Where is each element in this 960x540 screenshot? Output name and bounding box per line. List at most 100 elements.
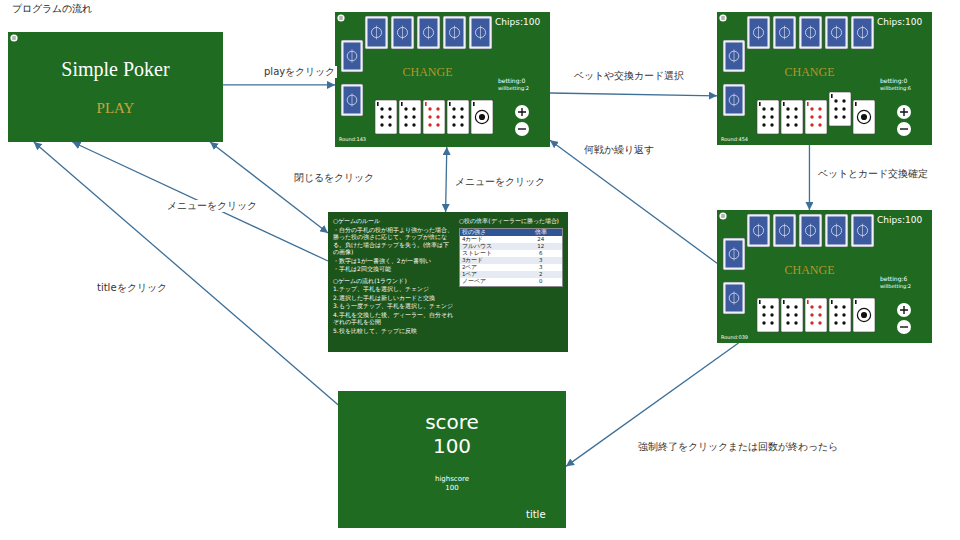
title-screen: Simple PokerPLAY <box>8 32 223 142</box>
card-pip <box>842 107 845 110</box>
flow-arrow <box>210 142 328 233</box>
card-index <box>831 94 833 98</box>
card-pip <box>404 123 407 126</box>
menu-icon-bar <box>721 19 725 20</box>
card-back-emblem <box>758 224 759 238</box>
minus-sign <box>900 326 908 327</box>
change-button: CHANGE <box>762 264 857 278</box>
card-face <box>781 298 803 332</box>
card-face <box>471 100 493 134</box>
edge-label: メニューをクリック <box>165 200 259 212</box>
minus-sign <box>518 128 526 129</box>
chips-count: Chips:100 <box>877 215 922 225</box>
flow-arrow <box>223 84 335 85</box>
card-index <box>425 102 427 106</box>
card-back-pattern <box>776 217 794 245</box>
card-index <box>473 102 475 106</box>
flow-arrow <box>809 145 810 210</box>
card-face <box>781 100 803 134</box>
card-back-pattern <box>726 87 743 114</box>
card-back-emblem <box>352 49 353 62</box>
card-pip <box>762 321 765 324</box>
card-pip <box>460 107 463 110</box>
card-pip <box>436 123 439 126</box>
table-cell: 3 <box>520 257 563 264</box>
highscore-heading: highscore <box>338 475 566 483</box>
menu-text: ○役の倍率(ディーラーに勝った場合) <box>459 217 563 225</box>
card-face <box>375 100 397 134</box>
card-pip <box>818 313 821 316</box>
menu-text: ・数字は1が一番強く、2が一番弱い <box>333 257 453 265</box>
card-pip <box>818 107 821 110</box>
menu-text: 5.役を比較して、チップに反映 <box>333 327 453 335</box>
card-index <box>783 300 785 304</box>
card-pip <box>834 99 837 102</box>
card-pip <box>762 123 765 126</box>
card-back-emblem <box>734 247 735 260</box>
edge-label: 何戦か繰り返す <box>582 144 656 156</box>
plus-sign <box>518 108 526 116</box>
diagram-title: プログラムの流れ <box>12 2 92 16</box>
card-face <box>757 298 779 332</box>
edge-label: playをクリック <box>262 66 337 78</box>
card-back-emblem <box>862 26 863 40</box>
card-pip <box>786 123 789 126</box>
card-index <box>377 102 379 106</box>
card-pip <box>428 107 431 110</box>
table-cell: 0 <box>520 278 563 285</box>
edge-label: ベットとカード交換確定 <box>816 168 930 180</box>
chips-count: Chips:100 <box>495 17 540 27</box>
card-pip <box>861 114 867 120</box>
card-back-pattern <box>750 217 768 245</box>
menu-icon-bar <box>339 18 343 19</box>
card-pip <box>412 107 415 110</box>
menu-icon <box>719 14 726 21</box>
card-back <box>723 282 745 314</box>
flow-arrow <box>550 93 717 96</box>
card-pip <box>818 305 821 308</box>
card-index <box>855 300 857 304</box>
card-pip <box>794 123 797 126</box>
table-cell: ノーペア <box>460 278 520 285</box>
score-heading: score <box>338 411 566 434</box>
card-face <box>757 100 779 134</box>
card-pip <box>786 115 789 118</box>
menu-icon <box>719 212 726 219</box>
card-pip <box>452 115 455 118</box>
menu-icon-bar <box>12 39 16 40</box>
card-pip <box>770 123 773 126</box>
card-back-pattern <box>726 241 743 268</box>
menu-icon-bar <box>721 16 725 17</box>
menu-text: ○ゲームの流れ(1ラウンド) <box>333 277 453 285</box>
card-pip <box>380 115 383 118</box>
card-pip <box>762 313 765 316</box>
willbetting-value: willbetting:2 <box>498 86 529 92</box>
card-back-pattern <box>726 285 743 312</box>
card-pip <box>479 114 485 120</box>
card-pip <box>380 123 383 126</box>
card-pip <box>452 107 455 110</box>
card-back-pattern <box>802 19 820 47</box>
card-face <box>829 92 851 126</box>
card-back-emblem <box>784 224 785 238</box>
card-back-pattern <box>750 19 768 47</box>
table-cell: 6 <box>520 250 563 257</box>
card-back <box>851 16 874 49</box>
title-button: title <box>526 509 546 521</box>
card-back <box>723 238 745 270</box>
card-pip <box>794 115 797 118</box>
card-index <box>831 300 833 304</box>
card-pip <box>842 313 845 316</box>
card-back-pattern <box>344 43 361 70</box>
menu-text: 1.チップ、手札を選択し、チェンジ <box>333 285 453 293</box>
menu-text: 4.手札を交換した後、ディーラー、自分それぞれの手札を公開 <box>333 311 453 326</box>
menu-icon-bar <box>339 19 343 20</box>
table-cell: 4カード <box>460 236 520 243</box>
game-screen: Chips:100CHANGEbetting:0willbetting:2Rou… <box>335 12 550 147</box>
card-back <box>747 214 770 247</box>
card-pip <box>810 305 813 308</box>
card-pip <box>380 107 383 110</box>
card-pip <box>818 321 821 324</box>
screen-illustration <box>8 32 223 142</box>
menu-icon-bar <box>721 214 725 215</box>
